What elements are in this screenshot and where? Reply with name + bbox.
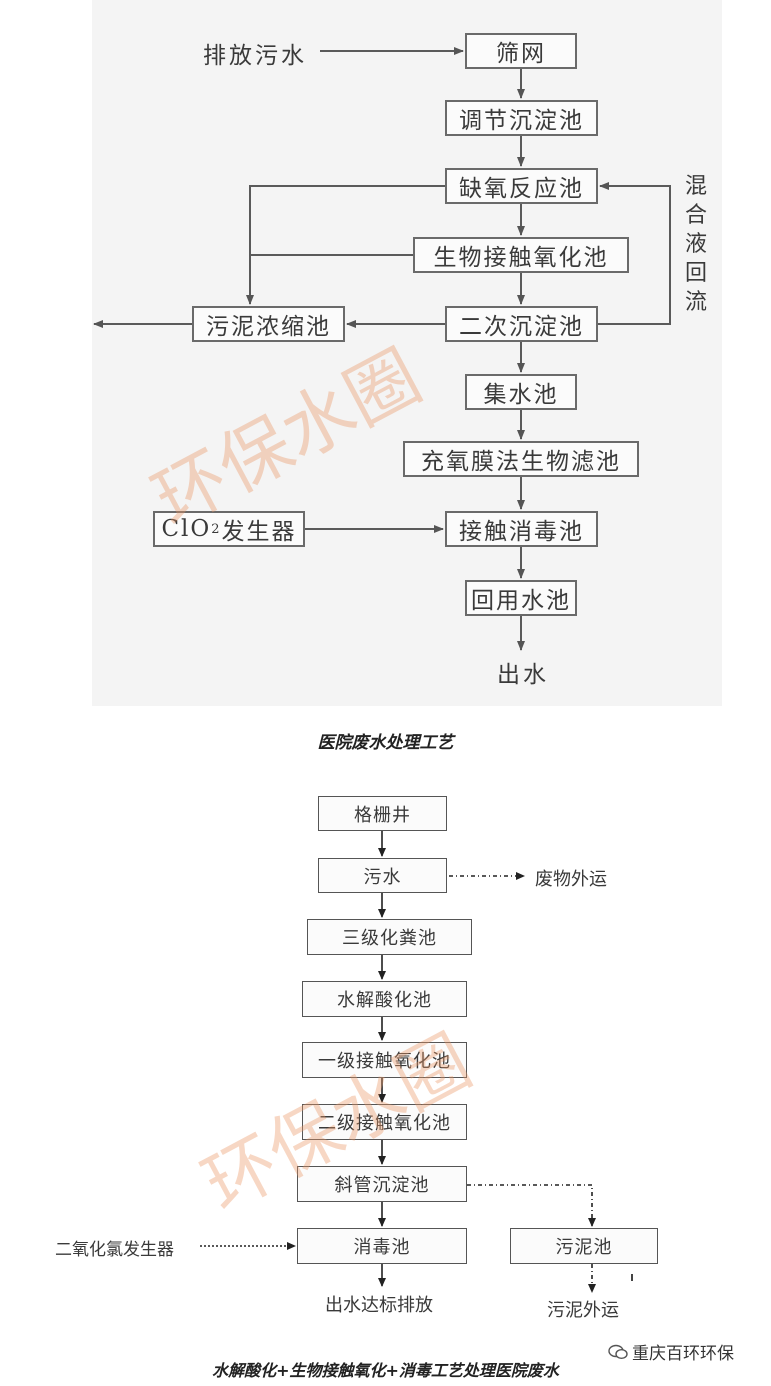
d1-clo2-suffix: 发生器 [221,519,297,545]
d2-arrow-settler-sludge [467,1184,596,1227]
d2-sludge-tank-box: 污泥池 [510,1228,658,1264]
d2-septic-tank-box: 三级化粪池 [307,919,472,955]
d1-disinfection-tank-box: 接触消毒池 [445,511,598,547]
d2-hydrolysis-tank-box: 水解酸化池 [302,981,467,1017]
d1-caption: 医院废水处理工艺 [317,733,454,753]
chat-bubble-icon [608,1344,628,1359]
d1-reflux-char: 混 [684,174,707,199]
d2-caption: 水解酸化+生物接触氧化+消毒工艺处理医院废水 [212,1361,559,1380]
d1-reflux-char: 液 [684,232,707,257]
d2-primary-oxidation-box: 一级接触氧化池 [302,1042,467,1078]
diagram1-panel [92,0,722,706]
d1-clo2-sub: 2 [211,521,222,537]
d2-sewage-box: 污水 [318,858,447,893]
d1-screen-box: 筛网 [465,33,577,69]
d1-reflux-char: 合 [684,203,707,228]
brand-signature: 重庆百环环保 [608,1339,734,1364]
d2-output-label: 出水达标排放 [325,1295,433,1316]
d2-sludge-out-label: 污泥外运 [547,1300,619,1321]
d2-disinfection-tank-box: 消毒池 [297,1228,467,1264]
d2-waste-label: 废物外运 [535,869,607,890]
d1-adjust-tank-box: 调节沉淀池 [445,100,598,136]
d1-input-label: 排放污水 [203,43,307,69]
d2-secondary-oxidation-box: 二级接触氧化池 [302,1104,467,1140]
d2-clo2-label: 二氧化氯发生器 [55,1240,174,1260]
d2-inclined-settler-box: 斜管沉淀池 [297,1166,467,1202]
d1-reflux-char: 流 [684,290,707,315]
d1-anoxic-tank-box: 缺氧反应池 [445,168,598,204]
d1-collection-tank-box: 集水池 [465,374,577,410]
d1-reuse-tank-box: 回用水池 [465,580,577,616]
d1-reflux-label: 混合液回流 [682,172,710,317]
d2-grid-well-box: 格栅井 [318,796,447,831]
d1-membrane-filter-box: 充氧膜法生物滤池 [403,441,639,477]
d1-sludge-thickener-box: 污泥浓缩池 [192,306,345,342]
d1-contact-oxidation-box: 生物接触氧化池 [413,237,629,273]
d1-clo2-prefix: ClO [161,516,212,542]
d1-secondary-settling-box: 二次沉淀池 [445,306,598,342]
d1-reflux-char: 回 [684,261,707,286]
d1-output-label: 出水 [497,662,549,688]
brand-name: 重庆百环环保 [632,1344,734,1364]
